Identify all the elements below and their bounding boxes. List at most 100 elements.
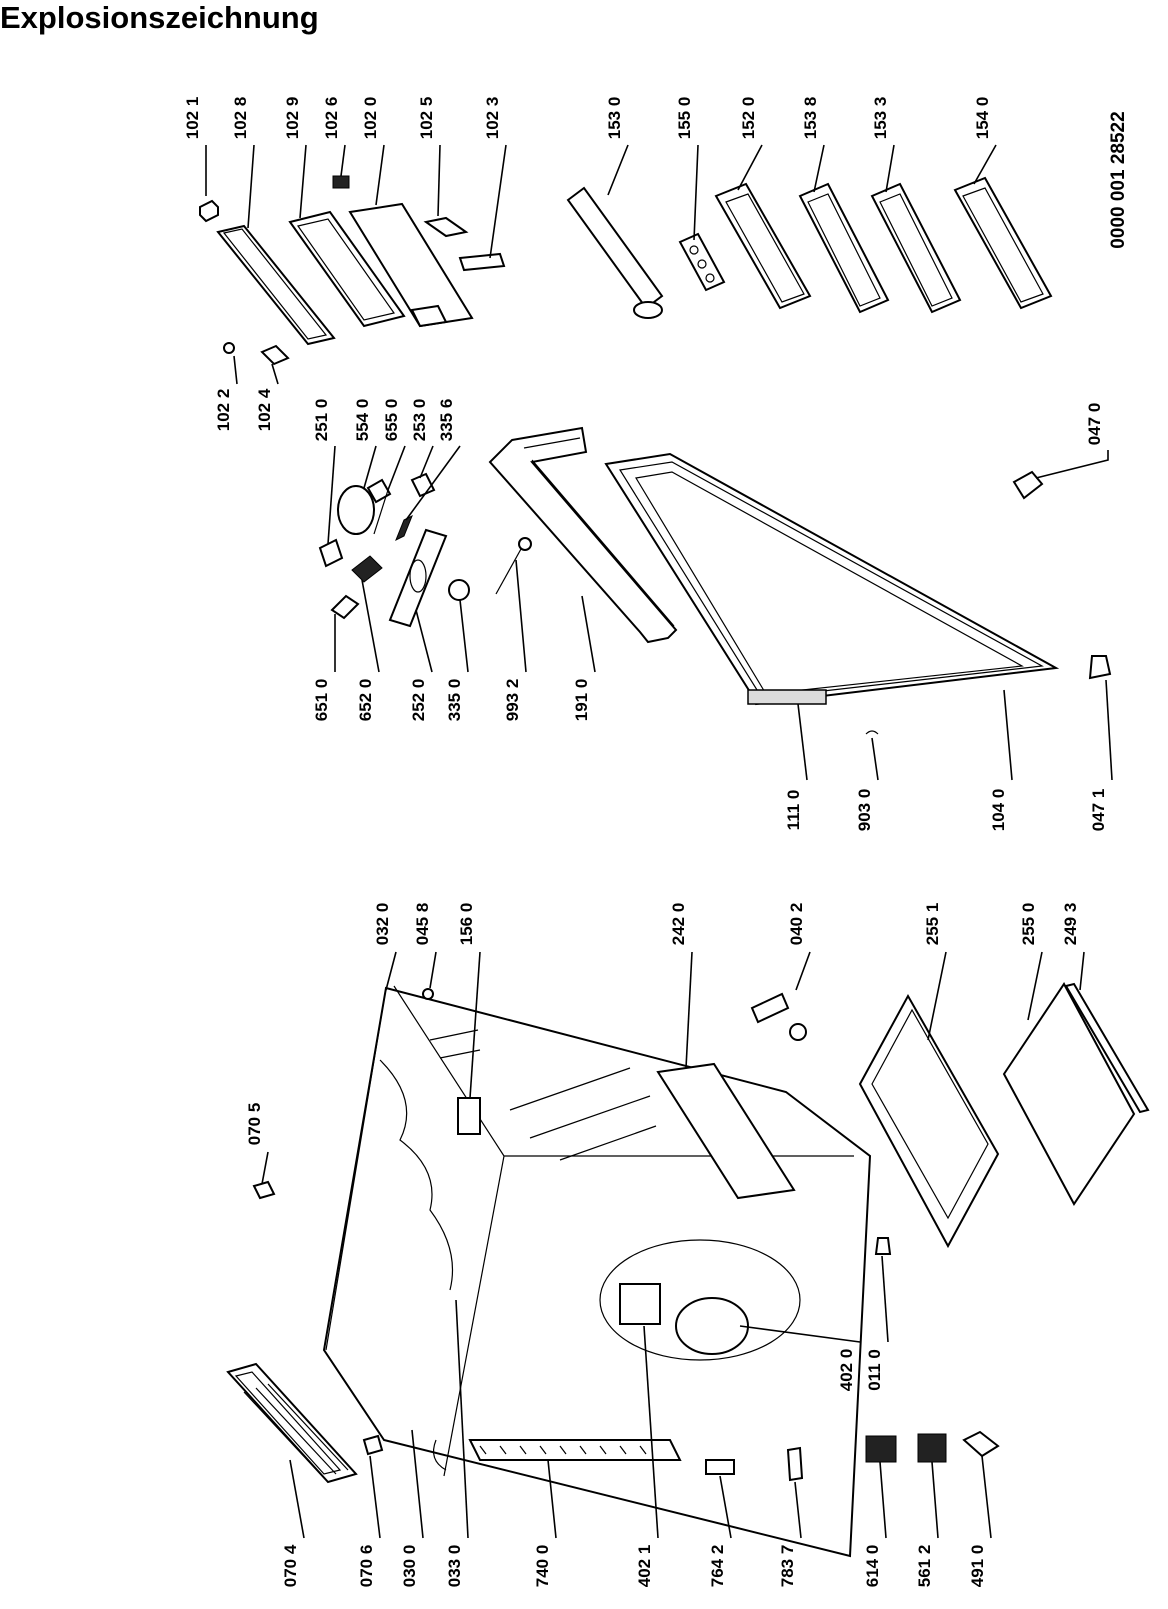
part-104-0 <box>604 452 1060 706</box>
leader-line-1023 <box>489 144 507 259</box>
leader-line-1533 <box>885 144 895 193</box>
door-assembly <box>488 426 1112 735</box>
leader-line-2551 <box>927 951 947 1041</box>
leader-line-1026 <box>340 144 346 177</box>
leader-line-2550 <box>1027 951 1043 1021</box>
callout-1028: 102 8 <box>231 97 250 140</box>
part-335-0 <box>448 579 470 601</box>
callout-6510: 651 0 <box>312 679 331 722</box>
part-102-8 <box>216 224 336 346</box>
leader-line-1910 <box>581 595 596 673</box>
leader-line-0705 <box>261 1151 269 1185</box>
leader-line-3356 <box>405 445 461 521</box>
callout-3350: 335 0 <box>445 679 464 722</box>
part-102-1 <box>199 199 219 223</box>
leader-line-1550 <box>693 144 699 241</box>
callout-1021: 102 1 <box>183 97 202 140</box>
leader-line-0704 <box>289 1459 305 1539</box>
part-255-0 <box>1002 982 1136 1206</box>
part-614-0 <box>865 1435 897 1463</box>
door-racks <box>566 176 1053 319</box>
leader-lines <box>205 144 1113 1539</box>
callout-0320: 032 0 <box>373 903 392 946</box>
part-255-1 <box>858 993 1000 1249</box>
callout-4021: 402 1 <box>635 1545 654 1588</box>
part-561-2 <box>917 1433 947 1463</box>
callout-2510: 251 0 <box>312 399 331 442</box>
callout-0704: 070 4 <box>281 1544 300 1587</box>
callout-4020: 402 0 <box>837 1349 856 1392</box>
leader-line-0470 <box>1035 450 1109 479</box>
callout-1533: 153 3 <box>871 97 890 140</box>
part-102-4 <box>260 344 290 366</box>
leader-line-6520 <box>361 579 380 673</box>
part-033-0 <box>379 1059 454 1291</box>
part-249-3 <box>1064 982 1150 1114</box>
leader-line-0330 <box>455 1299 469 1539</box>
leader-line-7400 <box>547 1459 557 1539</box>
leader-line-7837 <box>794 1481 802 1539</box>
callout-2550: 255 0 <box>1019 903 1038 946</box>
worktop <box>226 1180 384 1484</box>
callout-2520: 252 0 <box>409 679 428 722</box>
part-153-0 <box>566 186 664 310</box>
part-554-0 <box>337 485 375 535</box>
leader-line-1020 <box>375 144 385 206</box>
leader-line-1028 <box>247 144 255 229</box>
leader-line-0458 <box>429 951 437 989</box>
callout-9030: 903 0 <box>855 789 874 832</box>
freezer-compartment-parts <box>199 175 506 366</box>
part-047-1 <box>1088 655 1112 680</box>
leader-line-0320 <box>385 951 397 991</box>
callout-0706: 070 6 <box>357 1545 376 1588</box>
part-153-8 <box>798 182 890 314</box>
callout-9932: 993 2 <box>503 679 522 722</box>
part-153-3 <box>870 182 962 314</box>
leader-line-9932 <box>515 559 527 673</box>
leader-line-1040 <box>1003 689 1013 781</box>
leader-line-4020 <box>739 1325 861 1343</box>
callout-6550: 655 0 <box>382 399 401 442</box>
callout-2420: 242 0 <box>669 903 688 946</box>
leader-line-5612 <box>931 1461 939 1539</box>
cabinet-body <box>322 985 872 1558</box>
small-bottom-parts <box>705 1430 1000 1482</box>
callout-1560: 156 0 <box>457 903 476 946</box>
callout-0471: 047 1 <box>1089 789 1108 832</box>
part-783-7 <box>786 1446 804 1482</box>
part-655-0 <box>373 489 389 535</box>
callout-0330: 033 0 <box>445 1545 464 1588</box>
leader-line-1538 <box>813 144 825 193</box>
callout-1022: 102 2 <box>214 389 233 432</box>
leader-line-0471 <box>1105 679 1113 781</box>
thermostat-light-parts <box>318 472 532 628</box>
part-070-4 <box>226 1362 358 1484</box>
callout-6140: 614 0 <box>863 1545 882 1588</box>
part-242-0 <box>656 1062 796 1200</box>
part-102-3 <box>458 252 506 272</box>
callout-7642: 764 2 <box>708 1545 727 1588</box>
leader-line-6550 <box>387 445 406 491</box>
leader-line-4910 <box>981 1455 992 1539</box>
callout-3356: 335 6 <box>437 399 456 442</box>
callout-2551: 255 1 <box>923 903 942 946</box>
callout-0402: 040 2 <box>787 903 806 946</box>
part-102-6 <box>332 175 350 189</box>
callout-1550: 155 0 <box>675 97 694 140</box>
leader-line-2420 <box>685 951 693 1069</box>
callout-0110: 011 0 <box>865 1349 884 1391</box>
callout-0470: 047 0 <box>1085 403 1104 446</box>
callout-5540: 554 0 <box>353 399 372 442</box>
callout-1029: 102 9 <box>283 97 302 140</box>
part-045-8 <box>422 988 434 1000</box>
part-402-1 <box>619 1283 661 1325</box>
callout-7400: 740 0 <box>533 1545 552 1588</box>
leader-line-2493 <box>1079 951 1085 991</box>
part-252-0 <box>388 528 448 628</box>
part-040-2 <box>750 992 790 1024</box>
part-402-0 <box>675 1297 749 1355</box>
part-102-2 <box>223 342 235 354</box>
callout-1040: 104 0 <box>989 789 1008 832</box>
leader-line-2510 <box>327 445 336 545</box>
